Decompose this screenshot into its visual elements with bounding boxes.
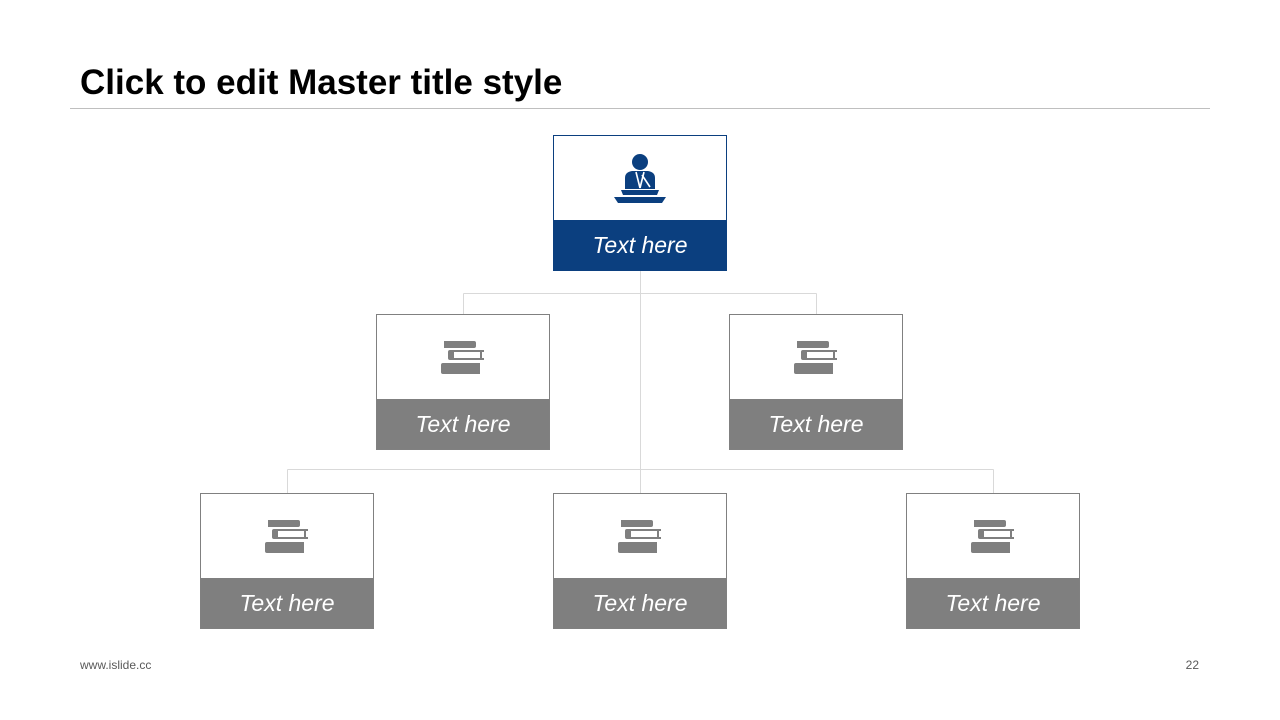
books-icon (265, 520, 308, 553)
org-node-label[interactable]: Text here (554, 220, 726, 270)
org-node-label[interactable]: Text here (377, 399, 549, 449)
org-node-level3[interactable]: Text here (200, 493, 374, 629)
speaker-podium-icon (614, 154, 666, 203)
org-node-label[interactable]: Text here (730, 399, 902, 449)
org-node-label[interactable]: Text here (554, 578, 726, 628)
books-icon (441, 341, 484, 374)
title-divider (70, 108, 1210, 109)
footer-website: www.islide.cc (80, 658, 152, 672)
org-node-level3[interactable]: Text here (553, 493, 727, 629)
org-node-label[interactable]: Text here (201, 578, 373, 628)
page-number: 22 (1185, 658, 1199, 672)
books-icon (794, 341, 837, 374)
books-icon (971, 520, 1014, 553)
org-node-level2[interactable]: Text here (729, 314, 903, 450)
org-node-label[interactable]: Text here (907, 578, 1079, 628)
org-node-top[interactable]: Text here (553, 135, 727, 271)
slide-title[interactable]: Click to edit Master title style (80, 63, 563, 102)
org-node-level3[interactable]: Text here (906, 493, 1080, 629)
books-icon (618, 520, 661, 553)
org-node-level2[interactable]: Text here (376, 314, 550, 450)
